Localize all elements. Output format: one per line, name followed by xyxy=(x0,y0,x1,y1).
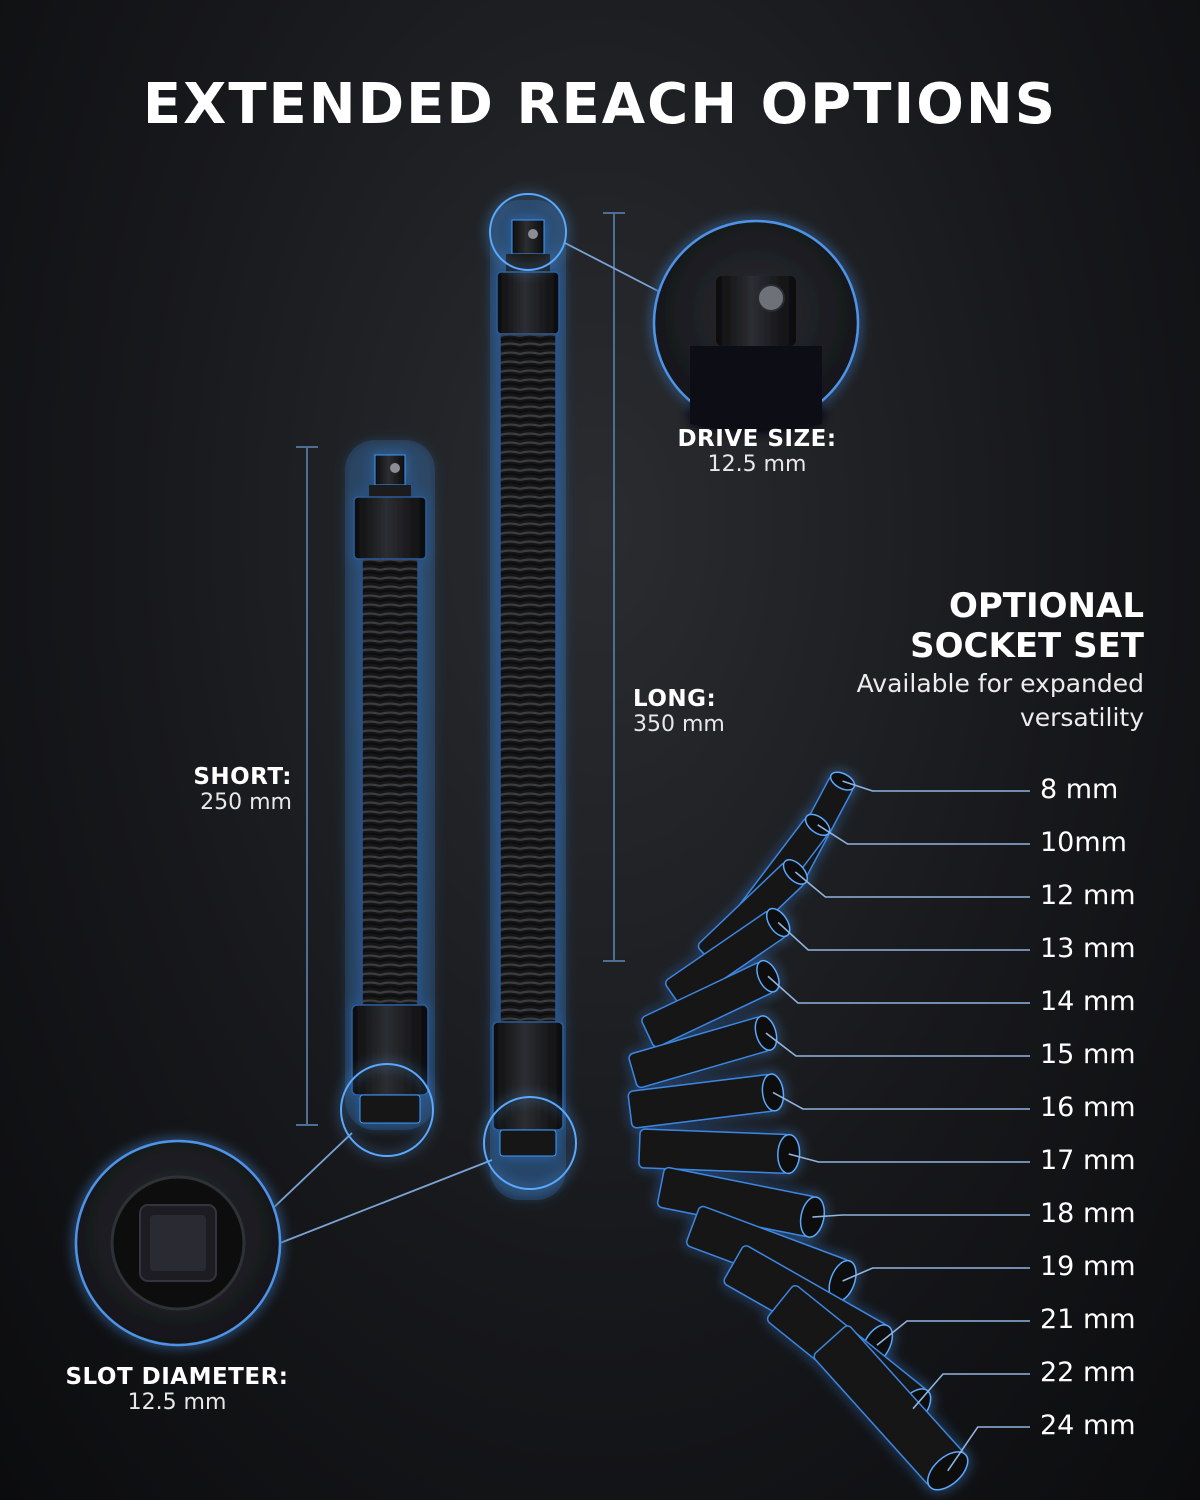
drive-size-block: DRIVE SIZE: 12.5 mm xyxy=(672,426,842,477)
highlight-ring-long-end xyxy=(483,1096,577,1190)
page-title: EXTENDED REACH OPTIONS xyxy=(142,72,1058,137)
socket-leader-line xyxy=(912,1373,1030,1410)
highlight-ring-drive xyxy=(489,193,567,271)
socket xyxy=(638,1128,801,1175)
drive-size-label: DRIVE SIZE: xyxy=(677,426,837,452)
socket-size-label: 16 mm xyxy=(1040,1092,1136,1123)
slot-zoom-circle xyxy=(74,1139,282,1347)
socket xyxy=(813,1325,969,1491)
drive-zoom-circle xyxy=(652,219,860,432)
socket-set-heading: OPTIONAL SOCKET SET Available for expand… xyxy=(857,586,1144,734)
socket-leader-line xyxy=(777,921,1030,951)
slot-diameter-label: SLOT DIAMETER: xyxy=(65,1364,289,1390)
short-block: SHORT: 250 mm xyxy=(170,764,292,815)
socket-size-label: 8 mm xyxy=(1040,774,1119,805)
socket-leader-lines xyxy=(765,780,1030,1472)
socket-leader-line xyxy=(767,975,1030,1004)
socket-size-label: 10mm xyxy=(1040,827,1127,858)
socket-set-title-line2: SOCKET SET xyxy=(910,626,1144,666)
socket-leader-line xyxy=(842,780,1030,792)
long-extension-bar xyxy=(490,200,566,1200)
socket-size-label: 12 mm xyxy=(1040,880,1136,911)
drive-size-value: 12.5 mm xyxy=(707,452,807,477)
socket-set-subtitle-line2: versatility xyxy=(1019,703,1144,732)
socket-size-label: 24 mm xyxy=(1040,1410,1136,1441)
socket-set xyxy=(627,771,969,1491)
long-label: LONG: xyxy=(633,686,717,712)
callout-lines xyxy=(249,242,661,1246)
socket-size-label: 14 mm xyxy=(1040,986,1136,1017)
socket-size-label: 18 mm xyxy=(1040,1198,1136,1229)
socket-size-label: 21 mm xyxy=(1040,1304,1136,1335)
socket-leader-line xyxy=(812,1214,1030,1218)
socket-size-label: 17 mm xyxy=(1040,1145,1136,1176)
slot-diameter-value: 12.5 mm xyxy=(127,1390,227,1415)
socket-size-label: 19 mm xyxy=(1040,1251,1136,1282)
short-value: 250 mm xyxy=(200,790,292,815)
socket-leader-line xyxy=(947,1426,1030,1472)
socket xyxy=(628,1015,778,1089)
socket-leader-line xyxy=(842,1267,1030,1282)
socket-set-subtitle-line1: Available for expanded xyxy=(856,669,1144,698)
slot-diameter-block: SLOT DIAMETER: 12.5 mm xyxy=(52,1364,302,1415)
socket-leader-line xyxy=(765,1032,1030,1057)
socket-leader-line xyxy=(876,1320,1030,1346)
short-label: SHORT: xyxy=(193,764,292,790)
socket-size-label: 22 mm xyxy=(1040,1357,1136,1388)
socket-set-title-line1: OPTIONAL xyxy=(948,586,1144,626)
socket-size-label: 13 mm xyxy=(1040,933,1136,964)
long-block: LONG: 350 mm xyxy=(633,686,725,737)
socket-leader-line xyxy=(788,1153,1030,1163)
dimension-lines xyxy=(296,212,625,1126)
socket-leader-line xyxy=(772,1091,1030,1110)
highlight-ring-short-end xyxy=(340,1063,434,1157)
socket-size-label: 15 mm xyxy=(1040,1039,1136,1070)
long-value: 350 mm xyxy=(633,712,725,737)
socket-leader-line xyxy=(794,871,1030,898)
short-extension-bar xyxy=(345,440,435,1130)
socket-leader-line xyxy=(817,824,1030,845)
